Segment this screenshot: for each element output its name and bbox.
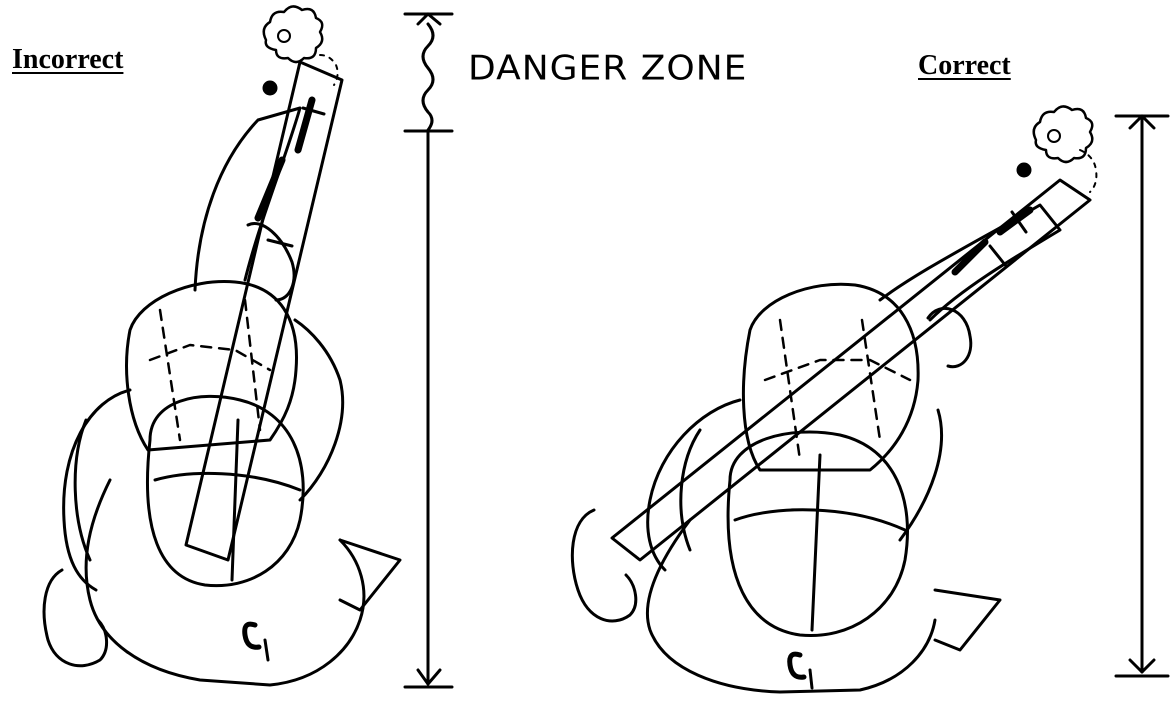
incorrect-label: Incorrect bbox=[12, 44, 124, 75]
correct-figure bbox=[570, 105, 1098, 694]
incorrect-figure bbox=[42, 5, 402, 687]
danger-zone-label: DANGER ZONE bbox=[468, 49, 748, 88]
correct-label: Correct bbox=[918, 50, 1011, 81]
danger-zone-dimension bbox=[403, 12, 454, 689]
safe-range-dimension bbox=[1114, 114, 1170, 678]
